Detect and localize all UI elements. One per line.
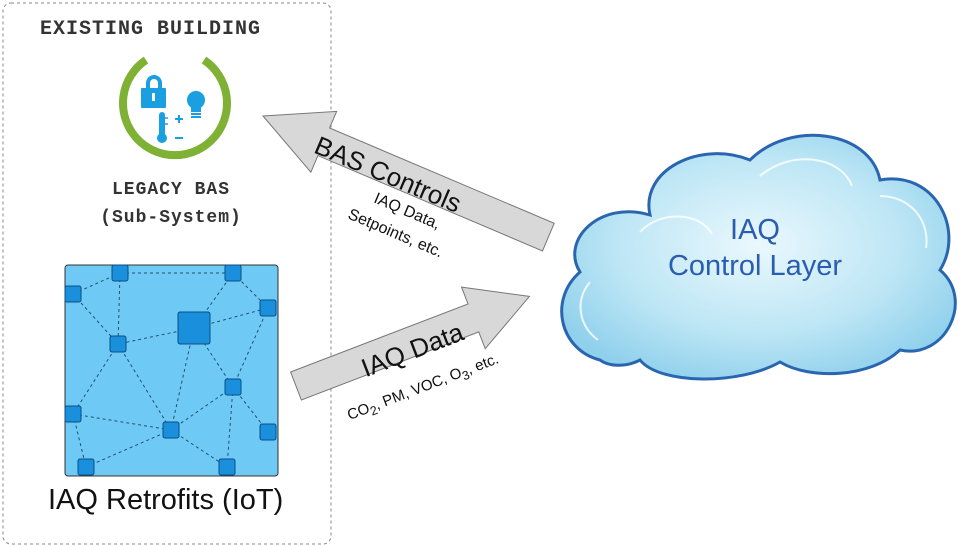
cloud-title-line2: Control Layer	[667, 250, 843, 282]
iot-network-panel	[64, 264, 279, 477]
thermometer-icon	[157, 112, 168, 143]
network-node	[64, 285, 82, 303]
iaq-control-cloud	[560, 133, 957, 381]
network-node	[259, 423, 277, 441]
legacy-bas-sublabel: (Sub-System)	[100, 208, 242, 228]
lightbulb-icon	[187, 91, 205, 118]
network-node	[259, 299, 277, 317]
network-node	[77, 458, 95, 476]
existing-building-title: EXISTING BUILDING	[40, 18, 262, 41]
legacy-bas-emblem	[119, 56, 231, 160]
network-node	[218, 458, 236, 476]
network-node	[109, 335, 127, 353]
existing-building-boundary	[2, 2, 332, 545]
network-node	[224, 378, 242, 396]
iot-retrofits-label: IAQ Retrofits (IoT)	[48, 484, 284, 516]
network-node	[64, 405, 82, 423]
network-hub-node	[177, 311, 211, 345]
iaq-data-arrow	[289, 286, 531, 401]
plus-minus-icon	[175, 115, 183, 139]
bas-controls-arrow	[261, 110, 555, 252]
legacy-bas-label: LEGACY BAS	[111, 180, 231, 200]
network-node	[162, 421, 180, 439]
network-node	[111, 264, 129, 282]
lock-icon	[141, 75, 166, 108]
cloud-title-line1: IAQ	[730, 214, 780, 246]
network-node	[224, 264, 242, 282]
